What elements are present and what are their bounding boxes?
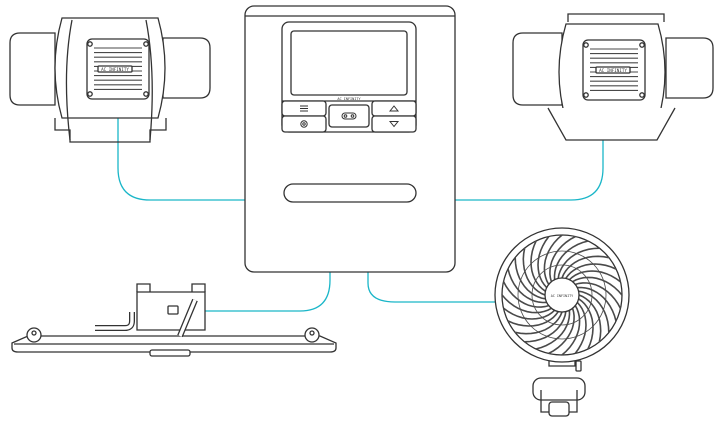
controller-buttons xyxy=(281,100,417,133)
left-fan-mount-bracket xyxy=(54,118,167,143)
right-fan-brand-label: AC INFINITY xyxy=(599,68,627,73)
heat-mat-foot xyxy=(149,349,191,357)
gear-icon xyxy=(300,120,308,128)
heat-mat-sensor-port xyxy=(167,305,179,315)
menu-button[interactable] xyxy=(281,100,327,117)
right-fan-duct-left xyxy=(512,32,563,106)
grille-screw xyxy=(87,91,93,97)
controller-screen xyxy=(290,30,408,96)
cable-heat-mat xyxy=(170,272,331,312)
inline-fan-right: AC INFINITY xyxy=(512,13,714,141)
fan-grille-ring xyxy=(531,264,593,326)
up-button[interactable] xyxy=(371,100,417,117)
fan-grille-spoke xyxy=(535,310,571,350)
fan-grille-spoke xyxy=(537,236,550,289)
heat-mat xyxy=(11,283,337,357)
right-fan-duct-right xyxy=(665,37,714,99)
left-fan-brand-label: AC INFINITY xyxy=(101,67,129,72)
left-fan-duct-left xyxy=(9,32,56,106)
fan-grille-spoke xyxy=(575,282,622,309)
fan-grille-spoke xyxy=(561,255,610,279)
fan-grille-spoke xyxy=(553,240,589,280)
fan-grille-spoke xyxy=(514,257,546,300)
left-fan-duct-right xyxy=(162,37,211,99)
heat-mat-stand-arm-inner xyxy=(178,299,197,337)
cable-left-inline-fan xyxy=(117,118,245,201)
fan-grille-spoke xyxy=(574,301,587,354)
right-fan-brand-plate xyxy=(595,66,631,74)
clip-fan-clamp-screw xyxy=(548,401,570,417)
grille-screw xyxy=(143,91,149,97)
fan-grille-spoke xyxy=(524,311,567,343)
heat-mat-bolt-right-inner xyxy=(309,330,315,336)
fan-grille-spoke xyxy=(557,247,600,279)
clip-fan-clamp xyxy=(532,377,586,401)
fan-grille-spoke xyxy=(572,276,623,296)
fan-grille-spoke xyxy=(514,311,563,335)
right-fan-clamp-top xyxy=(567,13,665,22)
heat-mat-probe-cable xyxy=(95,312,135,331)
left-fan-strap-left xyxy=(65,19,73,141)
heat-mat-bolt-left-inner xyxy=(31,330,37,336)
heat-mat-probe-cable-inner xyxy=(95,312,134,330)
grille-screw xyxy=(639,42,645,48)
fan-grille-spoke xyxy=(578,294,602,343)
clip-fan-hub xyxy=(544,277,580,313)
fan-grille-spoke xyxy=(578,298,594,350)
grille-screw xyxy=(583,92,589,98)
toggle-icon xyxy=(341,112,357,120)
left-fan-strap-right xyxy=(145,19,153,141)
left-fan-brand-plate xyxy=(97,65,133,73)
fan-grille-spoke xyxy=(561,305,581,356)
controller-slot xyxy=(283,183,417,203)
down-button[interactable] xyxy=(371,115,417,133)
fan-grille-spoke xyxy=(568,270,621,283)
fan-grille-spoke xyxy=(503,307,556,320)
fan-grille-spoke xyxy=(577,286,617,322)
grille-screw xyxy=(583,42,589,48)
fan-grille-spoke xyxy=(501,294,552,314)
cable-clip-fan xyxy=(367,272,500,303)
fan-grille-spoke xyxy=(543,234,563,285)
settings-button[interactable] xyxy=(281,115,327,133)
fan-grille-spoke xyxy=(502,281,549,308)
clip-fan-brand-label: AC INFINITY xyxy=(551,294,573,298)
triangle-up-icon xyxy=(388,105,400,112)
fan-grille-ring xyxy=(517,250,607,340)
cable-right-inline-fan xyxy=(455,118,604,201)
toggle-button[interactable] xyxy=(328,104,370,128)
right-fan-stand xyxy=(547,107,676,141)
fan-grille-spoke xyxy=(530,240,546,292)
fan-grille-spoke xyxy=(549,235,576,282)
fan-grille-spoke xyxy=(522,247,546,296)
fan-grille-spoke xyxy=(507,311,559,327)
controller-unit: AC INFINITY xyxy=(244,5,456,273)
controller-brand-label: AC INFINITY xyxy=(337,97,361,101)
clip-fan-side-knob xyxy=(575,360,582,372)
triangle-down-icon xyxy=(388,121,400,128)
grille-screw xyxy=(87,41,93,47)
heat-mat-probe-housing-notch xyxy=(136,283,206,292)
grille-screw xyxy=(639,92,645,98)
menu-icon xyxy=(300,105,308,112)
fan-grille-spoke xyxy=(548,308,575,355)
inline-fan-left: AC INFINITY xyxy=(9,17,211,143)
clip-fan: AC INFINITY xyxy=(494,227,630,417)
fan-grille-spoke xyxy=(565,263,617,279)
left-fan-grille xyxy=(87,41,149,97)
fan-grille-spoke xyxy=(578,290,610,333)
clip-fan-grille xyxy=(501,234,623,356)
fan-grille-spoke xyxy=(507,268,547,304)
grille-screw xyxy=(143,41,149,47)
